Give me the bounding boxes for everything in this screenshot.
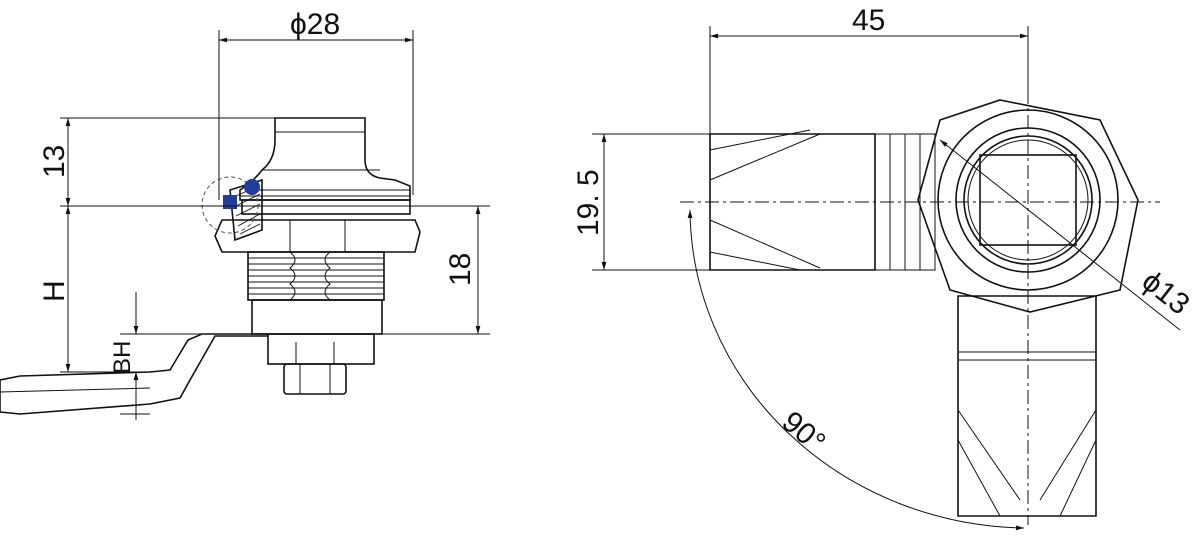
side-view: ϕ28 13 H BH 18	[0, 8, 490, 420]
flange	[241, 199, 411, 215]
dim-18: 18	[444, 206, 481, 334]
dim-label-H: H	[38, 280, 71, 302]
dim-phi28: ϕ28	[218, 8, 414, 200]
dim-label-BH: BH	[109, 341, 136, 374]
dim-label-13: 13	[38, 145, 71, 178]
front-view: 45 19. 5 ϕ13 90°	[572, 4, 1196, 531]
dim-phi13: ϕ13	[939, 139, 1196, 331]
dim-13: 13	[38, 117, 490, 207]
cam-plate	[267, 333, 375, 365]
dim-45: 45	[709, 4, 1029, 134]
dim-label-18: 18	[444, 253, 477, 286]
dim-BH: BH	[109, 292, 490, 420]
shaft-nut	[283, 363, 347, 395]
cam-arm	[0, 333, 268, 415]
lower-ring	[251, 299, 383, 335]
dim-label-19-5: 19. 5	[572, 169, 605, 236]
dim-label-90: 90°	[776, 405, 832, 459]
octagon-body	[917, 99, 1139, 313]
dim-label-phi28: ϕ28	[290, 8, 340, 41]
dim-label-phi13: ϕ13	[1136, 265, 1196, 322]
seal-dot-top	[244, 179, 260, 195]
dim-label-45: 45	[852, 4, 885, 37]
seal-dot-square	[223, 195, 237, 209]
detail-circle	[201, 176, 259, 234]
hex-nut	[214, 219, 421, 253]
thread-lines	[248, 251, 384, 301]
lock-cap	[239, 117, 411, 201]
